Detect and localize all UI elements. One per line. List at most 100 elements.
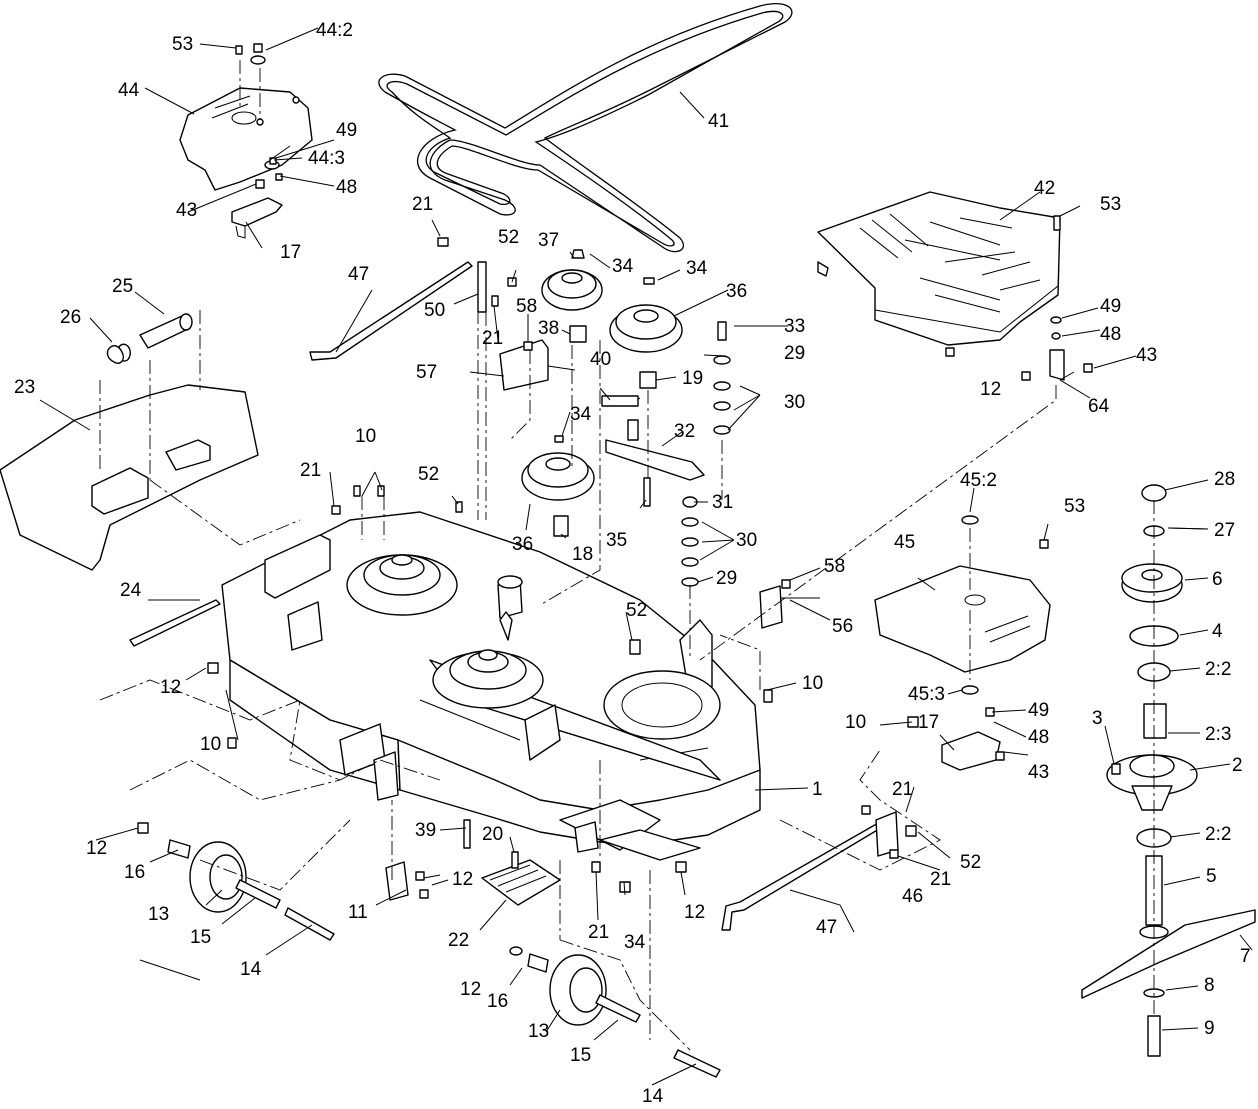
callout-36-a: 36 <box>726 281 747 302</box>
callout-13-a: 13 <box>148 904 169 925</box>
caster-wheel-right <box>509 946 721 1078</box>
callout-21-f: 21 <box>930 869 951 890</box>
callout-28: 28 <box>1214 469 1235 490</box>
callout-36-b: 36 <box>512 534 533 555</box>
callout-47-a: 47 <box>348 264 369 285</box>
callout-6: 6 <box>1212 569 1223 590</box>
callout-10-a: 10 <box>200 734 221 755</box>
callout-16-b: 16 <box>487 991 508 1012</box>
callout-47-b: 47 <box>816 917 837 938</box>
callout-46: 46 <box>902 886 923 907</box>
callout-12-d: 12 <box>684 902 705 923</box>
callout-14-a: 14 <box>240 959 262 980</box>
callout-19: 19 <box>682 368 703 389</box>
callout-39: 39 <box>415 820 436 841</box>
callout-37: 37 <box>538 230 559 251</box>
callout-45: 45 <box>894 532 915 553</box>
callout-49-c: 49 <box>1028 700 1049 721</box>
callout-52-c: 52 <box>626 600 647 621</box>
belt-cover-center-right <box>874 515 1051 771</box>
callout-43-c: 43 <box>1028 762 1049 783</box>
callout-53-a: 53 <box>172 34 193 55</box>
callout-41: 41 <box>708 111 729 132</box>
callout-12-e: 12 <box>460 979 481 1000</box>
callout-2: 2 <box>1232 755 1243 776</box>
callout-31: 31 <box>712 492 733 513</box>
callout-32: 32 <box>674 421 695 442</box>
callout-48-a: 48 <box>336 177 357 198</box>
callout-30-a: 30 <box>784 392 805 413</box>
callout-49-b: 49 <box>1100 296 1121 317</box>
callout-17-b: 17 <box>918 712 939 733</box>
callout-12-b: 12 <box>160 677 181 698</box>
spindle-assembly <box>1081 484 1256 1057</box>
callout-5: 5 <box>1206 866 1217 887</box>
callout-58-a: 58 <box>516 296 537 317</box>
callout-30-b: 30 <box>736 530 757 551</box>
callout-34-d: 34 <box>624 932 646 953</box>
callout-50: 50 <box>424 300 445 321</box>
mower-deck <box>221 511 761 861</box>
callout-21-c: 21 <box>300 460 321 481</box>
callout-58-b: 58 <box>824 556 845 577</box>
callout-15-b: 15 <box>570 1045 591 1066</box>
callout-4: 4 <box>1212 621 1223 642</box>
callout-44-2: 44:2 <box>316 20 353 41</box>
washers-upper <box>713 321 731 435</box>
callout-35: 35 <box>606 530 627 551</box>
idler-pulleys <box>437 237 705 537</box>
belt-cover-right <box>817 191 1065 381</box>
callout-24: 24 <box>120 580 142 601</box>
callout-34-a: 34 <box>612 256 634 277</box>
callout-13-b: 13 <box>528 1021 549 1042</box>
callout-21-a: 21 <box>412 194 433 215</box>
callout-8: 8 <box>1204 975 1215 996</box>
callout-34-b: 34 <box>686 258 708 279</box>
callout-57: 57 <box>416 362 437 383</box>
callout-42: 42 <box>1034 178 1055 199</box>
callout-12-a: 12 <box>86 838 107 859</box>
callout-34-c: 34 <box>570 404 592 425</box>
callout-17-a: 17 <box>280 242 301 263</box>
callout-43-b: 43 <box>1136 345 1157 366</box>
callout-29-b: 29 <box>716 568 737 589</box>
callout-44: 44 <box>118 80 140 101</box>
callout-16-a: 16 <box>124 862 145 883</box>
callout-25: 25 <box>112 276 133 297</box>
belt-cover-left <box>179 43 313 239</box>
callout-20: 20 <box>482 824 503 845</box>
deck-spindle-center <box>432 649 544 709</box>
callout-2-2-lower: 2:2 <box>1205 824 1231 845</box>
callout-26: 26 <box>60 307 81 328</box>
callout-12-c: 12 <box>452 869 473 890</box>
callout-40: 40 <box>590 349 611 370</box>
callout-10-c: 10 <box>802 673 823 694</box>
callout-7: 7 <box>1240 946 1251 967</box>
callout-21-e: 21 <box>892 779 913 800</box>
callout-29-a: 29 <box>784 343 805 364</box>
callout-11: 11 <box>348 902 368 923</box>
callout-64: 64 <box>1088 396 1110 417</box>
assembly-lines <box>99 60 1155 1051</box>
washers-lower <box>681 496 699 587</box>
caster-wheel-left <box>167 839 335 941</box>
callout-15-a: 15 <box>190 927 211 948</box>
callout-10-b: 10 <box>355 426 376 447</box>
callout-49-a: 49 <box>336 120 357 141</box>
callout-52-b: 52 <box>418 464 439 485</box>
deck-spindle-left <box>346 554 458 616</box>
callout-53-c: 53 <box>1064 496 1085 517</box>
callout-33: 33 <box>784 316 805 337</box>
drive-belt <box>378 2 793 253</box>
callout-48-c: 48 <box>1028 727 1049 748</box>
callout-27: 27 <box>1214 520 1235 541</box>
callout-12-f: 12 <box>980 379 1001 400</box>
callout-38: 38 <box>538 318 559 339</box>
callout-52-a: 52 <box>498 227 519 248</box>
callout-3: 3 <box>1092 708 1103 729</box>
callout-52-d: 52 <box>960 852 981 873</box>
callout-22: 22 <box>448 930 469 951</box>
callout-53-b: 53 <box>1100 194 1121 215</box>
deck-spindle-right <box>603 670 721 740</box>
tension-rod-upper <box>309 261 473 361</box>
